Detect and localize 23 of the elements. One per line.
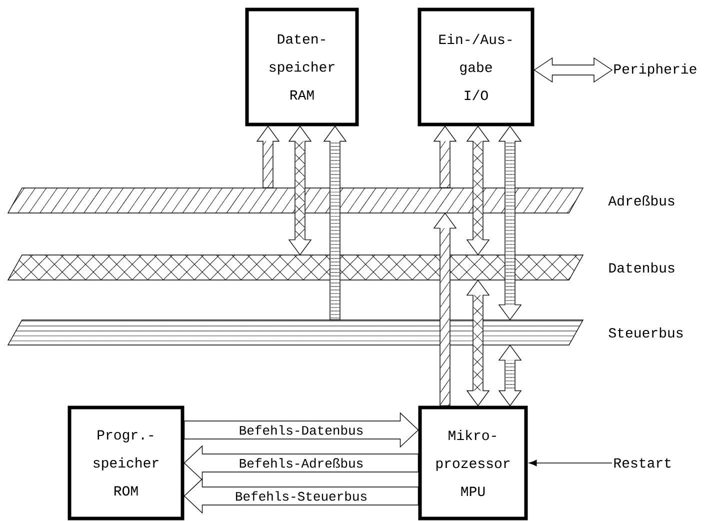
bus-label: Steuerbus (608, 327, 683, 338)
edge-label: Befehls-Steuerbus (234, 490, 368, 502)
block-arrow (498, 344, 522, 406)
block-arrow (466, 280, 490, 406)
arrow (528, 460, 612, 466)
block-arrow (288, 126, 312, 256)
block-arrow (323, 126, 347, 320)
block-arrow (256, 126, 280, 188)
block-arrow (466, 126, 490, 256)
bus-label: Adreßbus (608, 195, 674, 206)
block-arrow (534, 57, 613, 83)
edge-label: Befehls-Datenbus (238, 424, 364, 436)
block-box: Daten- speicher RAM (245, 8, 359, 126)
label-text: Peripherie (614, 63, 696, 76)
block-arrow (433, 126, 457, 188)
label-text: Restart (614, 458, 671, 468)
block-arrow (433, 212, 457, 406)
block-box: Mikro- prozessor MPU (418, 406, 528, 520)
block-box: Ein-/Aus- gabe I/O (418, 8, 534, 126)
bus-label: Datenbus (609, 262, 674, 273)
block-box: Progr.- speicher ROM (68, 406, 184, 520)
edge-label: Befehls-Adreßbus (238, 458, 364, 468)
block-arrow (498, 126, 522, 320)
